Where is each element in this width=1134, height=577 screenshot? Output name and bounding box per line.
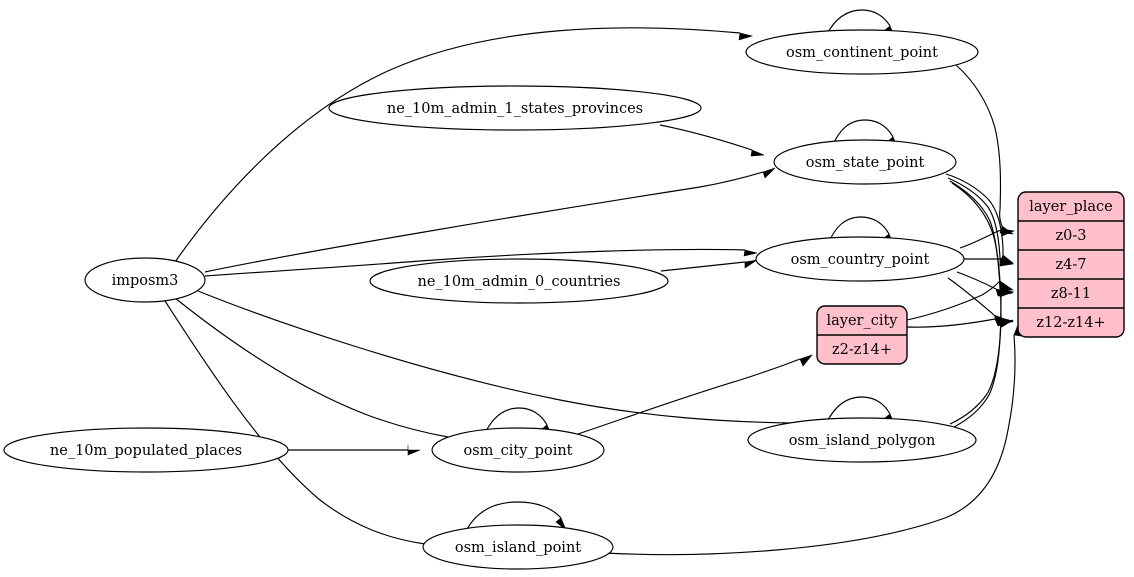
node-osm-island-point-shape[interactable] (422, 524, 614, 570)
edges-layer (164, 9, 1022, 556)
edge-ne-populated-to-osm-city-point (288, 445, 421, 456)
node-osm-continent-point-shape[interactable] (745, 29, 979, 75)
node-osm-city-point-shape[interactable] (431, 427, 605, 473)
edge-imposm3-to-osm-state-point (204, 167, 776, 273)
node-osm-city-point[interactable]: osm_city_point (431, 427, 605, 473)
edge-imposm3-to-osm-city-point (174, 297, 461, 444)
edge-osm-island-polygon-to-layer-place (949, 319, 1014, 425)
node-ne-10m-admin-1-states-provinces[interactable]: ne_10m_admin_1_states_provinces (328, 85, 702, 131)
edge-osm-continent-point-to-layer-place (955, 64, 1015, 235)
node-osm-island-point[interactable]: osm_island_point (422, 524, 614, 570)
edge-imposm3-to-osm-island-polygon (197, 290, 804, 431)
edge-osm-state-point-to-layer-place (945, 173, 1014, 264)
node-ne-10m-admin-0-countries[interactable]: ne_10m_admin_0_countries (369, 258, 669, 304)
node-osm-state-point-shape[interactable] (773, 139, 957, 185)
edge-osm-country-point-to-layer-place (959, 228, 1016, 249)
node-osm-island-polygon-shape[interactable] (747, 417, 977, 463)
edge-layer-city-to-layer-place-b (906, 318, 1014, 328)
edge-osm-island-polygon-to-layer-place-b (953, 287, 1015, 428)
edge-imposm3-to-osm-country-point (204, 248, 758, 277)
node-ne-populated-shape[interactable] (3, 427, 289, 473)
record-layer-place-body[interactable] (1017, 191, 1125, 338)
node-osm-country-point[interactable]: osm_country_point (755, 236, 965, 282)
node-osm-country-point-shape[interactable] (755, 236, 965, 282)
edge-osm-island-point-self (465, 501, 567, 532)
node-ne-10m-populated-places[interactable]: ne_10m_populated_places (3, 427, 289, 473)
nodes-layer: imposm3 ne_10m_admin_1_states_provinces … (3, 29, 979, 570)
node-osm-state-point[interactable]: osm_state_point (773, 139, 957, 185)
edge-imposm3-to-osm-continent-point (174, 27, 754, 263)
node-ne-admin1-shape[interactable] (328, 85, 702, 131)
edge-ne-admin0-to-osm-country-point (660, 259, 758, 272)
edge-imposm3-to-osm-island-point (164, 300, 438, 551)
node-osm-island-polygon[interactable]: osm_island_polygon (747, 417, 977, 463)
edge-ne-admin1-to-osm-state-point (659, 124, 765, 157)
node-imposm3[interactable]: imposm3 (84, 257, 206, 303)
edge-osm-city-point-to-layer-city (574, 354, 813, 436)
record-layer-place[interactable]: layer_place z0-3 z4-7 z8-11 z12-z14+ (1017, 191, 1125, 338)
node-imposm3-shape[interactable] (84, 257, 206, 303)
edge-osm-country-point-to-layer-place-b (964, 258, 1015, 267)
record-layer-city[interactable]: layer_city z2-z14+ (816, 305, 908, 365)
node-osm-continent-point[interactable]: osm_continent_point (745, 29, 979, 75)
node-ne-admin0-shape[interactable] (369, 258, 669, 304)
